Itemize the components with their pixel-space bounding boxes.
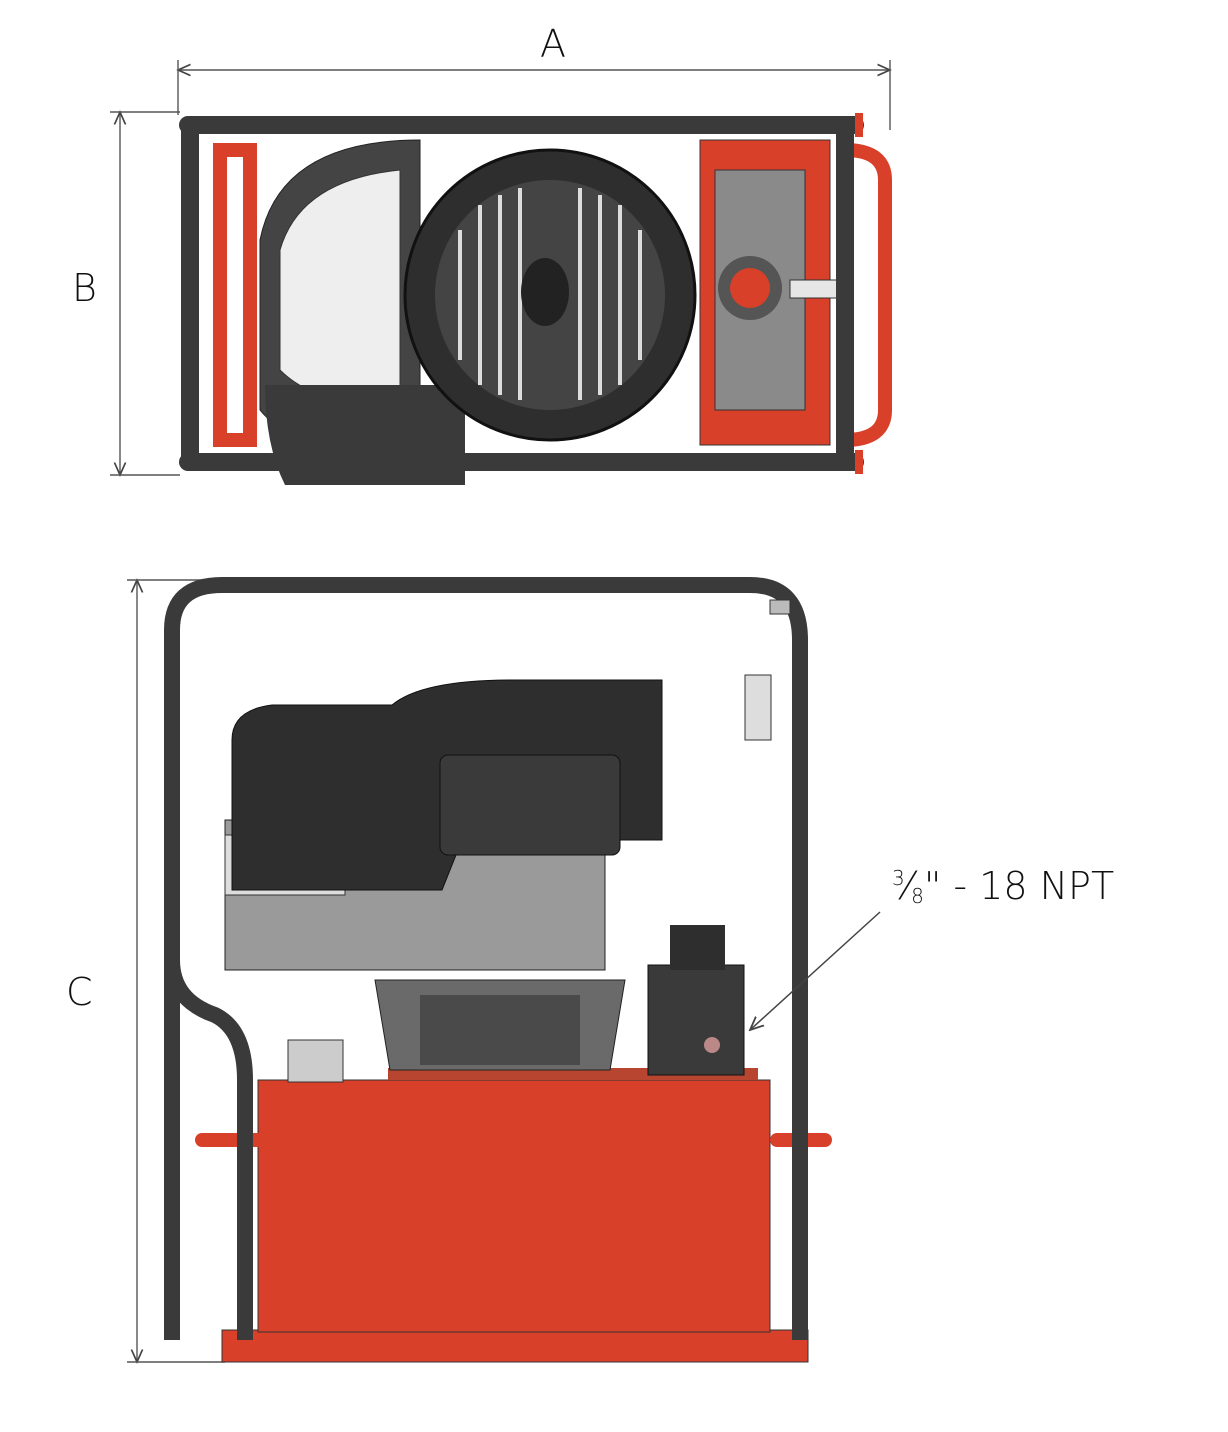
npt-leader-line bbox=[750, 911, 881, 1030]
npt-port-callout: 3⁄8" - 18 NPT bbox=[892, 864, 1114, 908]
fraction-denominator: 8 bbox=[911, 884, 924, 908]
side-view bbox=[164, 577, 832, 1363]
dimension-c-label: C bbox=[66, 970, 93, 1014]
dimension-b bbox=[110, 112, 180, 475]
callout-thread-spec: " - 18 NPT bbox=[923, 864, 1115, 908]
fraction-slash: ⁄ bbox=[904, 864, 912, 908]
top-view bbox=[179, 113, 892, 485]
dimension-a bbox=[178, 60, 890, 130]
dimension-a-label: A bbox=[540, 22, 566, 66]
fraction-numerator: 3 bbox=[892, 866, 905, 890]
dimension-b-label: B bbox=[72, 266, 97, 310]
